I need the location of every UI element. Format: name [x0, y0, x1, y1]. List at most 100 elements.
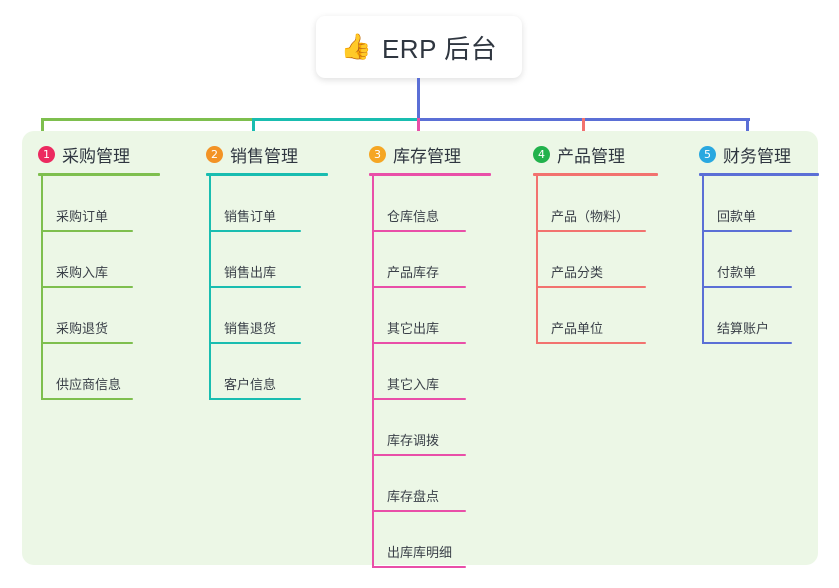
leaf-item-underline — [372, 454, 466, 456]
leaf-item[interactable]: 产品单位 — [519, 288, 658, 344]
category-column-2: 2 销售管理销售订单销售出库销售退货客户信息 — [192, 141, 328, 400]
leaf-item-label: 销售订单 — [224, 209, 277, 224]
leaf-item-label: 产品分类 — [551, 265, 604, 280]
leaf-item[interactable]: 采购退货 — [24, 288, 160, 344]
leaf-item-underline — [209, 286, 301, 288]
leaf-item-underline — [209, 398, 301, 400]
category-number-badge: 2 — [206, 145, 223, 163]
leaf-item[interactable]: 客户信息 — [192, 344, 328, 400]
category-branch: 产品（物料） 产品分类产品单位 — [519, 176, 658, 344]
category-header-2[interactable]: 2 销售管理 — [192, 141, 328, 167]
leaf-item-label: 产品单位 — [551, 321, 604, 336]
leaf-item-label: 付款单 — [717, 265, 757, 280]
leaf-item[interactable]: 产品（物料） — [519, 176, 658, 232]
leaf-item-label: 客户信息 — [224, 377, 277, 392]
leaf-item[interactable]: 采购入库 — [24, 232, 160, 288]
branch-spine — [41, 176, 43, 400]
leaf-item-label: 库存调拨 — [387, 433, 440, 448]
category-column-1: 1 采购管理采购订单采购入库采购退货供应商信息 — [24, 141, 160, 400]
root-stem — [417, 78, 420, 121]
category-branch: 回款单付款单结算账户 — [685, 176, 819, 344]
leaf-item-underline — [209, 230, 301, 232]
leaf-item-underline — [702, 342, 792, 344]
category-underline — [206, 173, 328, 176]
leaf-item-label: 回款单 — [717, 209, 757, 224]
branch-spine — [702, 176, 704, 344]
leaf-item[interactable]: 其它入库 — [355, 344, 491, 400]
leaf-item-underline — [536, 342, 646, 344]
category-header-5[interactable]: 5 财务管理 — [685, 141, 819, 167]
leaf-item-label: 产品（物料） — [551, 209, 630, 224]
leaf-item-label: 其它出库 — [387, 321, 440, 336]
category-label: 产品管理 — [557, 146, 625, 166]
leaf-item-underline — [372, 230, 466, 232]
leaf-item-underline — [41, 398, 133, 400]
leaf-item[interactable]: 付款单 — [685, 232, 819, 288]
leaf-item-label: 产品库存 — [387, 265, 440, 280]
branch-spine — [536, 176, 538, 344]
leaf-item[interactable]: 供应商信息 — [24, 344, 160, 400]
root-node[interactable]: 👍 ERP 后台 — [316, 16, 522, 78]
categories-panel — [22, 131, 818, 565]
category-column-5: 5 财务管理回款单付款单结算账户 — [685, 141, 819, 344]
leaf-item[interactable]: 结算账户 — [685, 288, 819, 344]
branch-spine — [209, 176, 211, 400]
category-branch: 销售订单销售出库销售退货客户信息 — [192, 176, 328, 400]
leaf-item-label: 销售出库 — [224, 265, 277, 280]
leaf-item-underline — [41, 230, 133, 232]
category-number-badge: 5 — [699, 145, 716, 163]
category-column-4: 4 产品管理产品（物料） 产品分类产品单位 — [519, 141, 658, 344]
leaf-item-underline — [372, 398, 466, 400]
leaf-item-underline — [702, 230, 792, 232]
leaf-item-label: 库存盘点 — [387, 489, 440, 504]
category-number-badge: 4 — [533, 145, 550, 163]
leaf-item[interactable]: 销售出库 — [192, 232, 328, 288]
leaf-item[interactable]: 仓库信息 — [355, 176, 491, 232]
category-number-badge: 1 — [38, 145, 55, 163]
leaf-item-underline — [536, 286, 646, 288]
category-number-badge: 3 — [369, 145, 386, 163]
category-underline — [533, 173, 658, 176]
bus-segment-2 — [252, 118, 422, 121]
leaf-item-underline — [702, 286, 792, 288]
leaf-item[interactable]: 库存调拨 — [355, 400, 491, 456]
leaf-item-label: 仓库信息 — [387, 209, 440, 224]
leaf-item-underline — [209, 342, 301, 344]
leaf-item[interactable]: 其它出库 — [355, 288, 491, 344]
leaf-item-label: 出库库明细 — [387, 545, 453, 560]
category-header-4[interactable]: 4 产品管理 — [519, 141, 658, 167]
leaf-item-label: 采购入库 — [56, 265, 109, 280]
branch-spine — [372, 176, 374, 568]
category-underline — [369, 173, 491, 176]
thumbs-up-icon: 👍 — [340, 32, 372, 61]
leaf-item[interactable]: 出库库明细 — [355, 512, 491, 568]
leaf-item-underline — [41, 342, 133, 344]
leaf-item-underline — [372, 566, 466, 568]
leaf-item[interactable]: 销售退货 — [192, 288, 328, 344]
leaf-item[interactable]: 回款单 — [685, 176, 819, 232]
leaf-item-underline — [536, 230, 646, 232]
leaf-item-underline — [372, 510, 466, 512]
leaf-item-underline — [372, 342, 466, 344]
category-header-1[interactable]: 1 采购管理 — [24, 141, 160, 167]
leaf-item[interactable]: 产品分类 — [519, 232, 658, 288]
leaf-item-label: 采购订单 — [56, 209, 109, 224]
category-label: 采购管理 — [62, 146, 130, 166]
leaf-item-label: 其它入库 — [387, 377, 440, 392]
leaf-item-underline — [41, 286, 133, 288]
leaf-item-label: 结算账户 — [717, 321, 770, 336]
category-label: 销售管理 — [230, 146, 298, 166]
leaf-item[interactable]: 产品库存 — [355, 232, 491, 288]
leaf-item[interactable]: 采购订单 — [24, 176, 160, 232]
category-underline — [699, 173, 819, 176]
leaf-item-label: 供应商信息 — [56, 377, 122, 392]
bus-segment-1 — [41, 118, 257, 121]
category-branch: 仓库信息产品库存其它出库其它入库库存调拨库存盘点出库库明细 — [355, 176, 491, 568]
leaf-item-underline — [372, 286, 466, 288]
leaf-item[interactable]: 库存盘点 — [355, 456, 491, 512]
category-label: 财务管理 — [723, 146, 791, 166]
leaf-item[interactable]: 销售订单 — [192, 176, 328, 232]
